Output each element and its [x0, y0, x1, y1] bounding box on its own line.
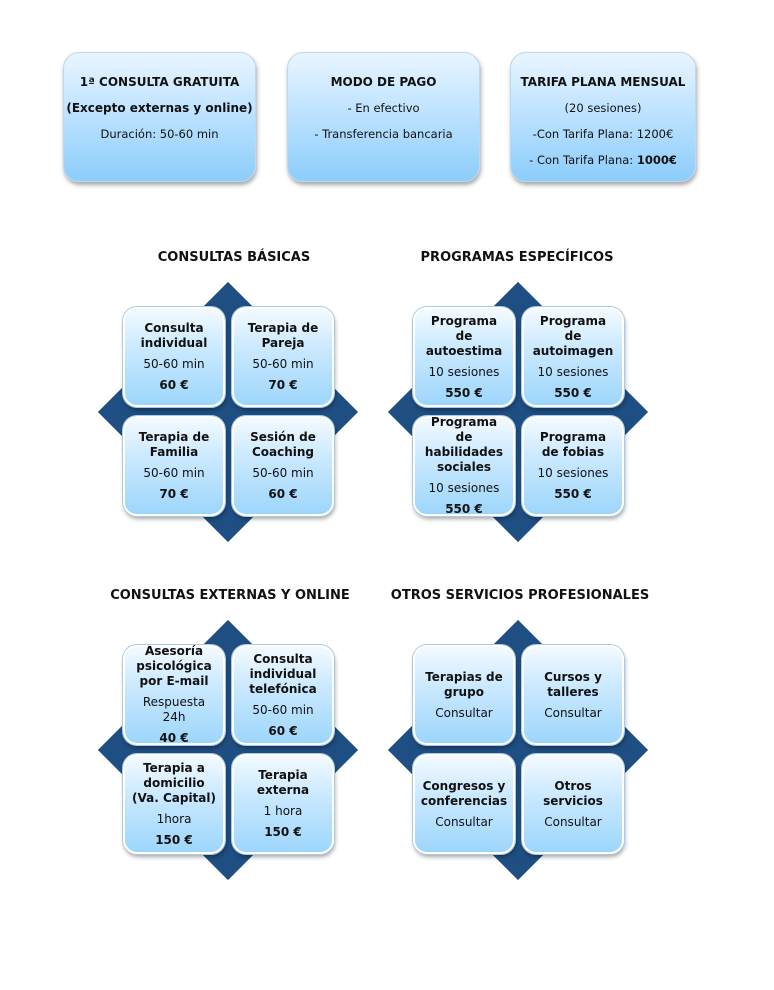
free-consultation-duration: Duración: 50-60 min [100, 127, 219, 141]
payment-transfer: - Transferencia bancaria [314, 127, 453, 141]
flat-rate-title: TARIFA PLANA MENSUAL [520, 75, 686, 89]
free-consultation-note: (Excepto externas y online) [66, 101, 253, 115]
payment-method-title: MODO DE PAGO [330, 75, 437, 89]
flat-rate-box: TARIFA PLANA MENSUAL (20 sesiones) -Con … [510, 52, 696, 182]
section-title-other: OTROS SERVICIOS PROFESIONALES [390, 588, 650, 603]
section-title-programs: PROGRAMAS ESPECÍFICOS [420, 250, 614, 265]
flat-rate-price-2: - Con Tarifa Plana: 1000€ [529, 153, 677, 167]
payment-method-box: MODO DE PAGO - En efectivo - Transferenc… [287, 52, 480, 182]
free-consultation-title: 1ª CONSULTA GRATUITA [79, 75, 240, 89]
flat-rate-price-1: -Con Tarifa Plana: 1200€ [532, 127, 674, 141]
payment-cash: - En efectivo [347, 101, 420, 115]
free-consultation-box: 1ª CONSULTA GRATUITA (Excepto externas y… [63, 52, 256, 182]
flat-rate-sessions: (20 sesiones) [564, 101, 642, 115]
section-title-external: CONSULTAS EXTERNAS Y ONLINE [110, 588, 350, 603]
section-title-basic: CONSULTAS BÁSICAS [157, 250, 311, 265]
